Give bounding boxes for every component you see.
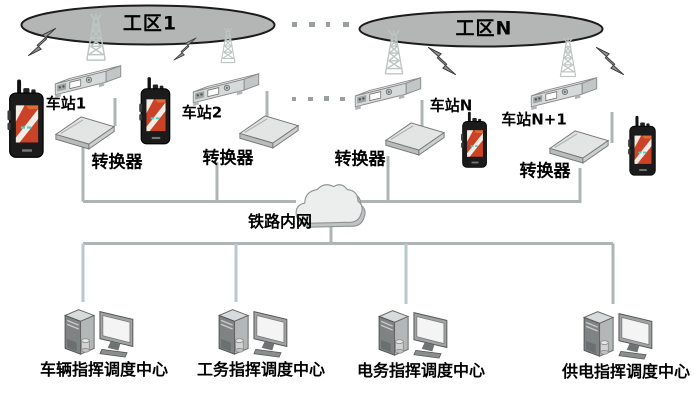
converter-4-label: 转换器 — [519, 161, 571, 182]
center-power-label: 供电指挥调度中心 — [561, 362, 691, 381]
converter-box-icon — [549, 130, 609, 164]
zone-1-label: 工区1 — [122, 12, 178, 35]
converter-box-icon — [55, 116, 115, 150]
handheld-radio-icon — [627, 115, 656, 176]
handheld-radio-icon — [460, 111, 487, 168]
antenna-tower-icon — [220, 28, 236, 64]
zone-1-ellipse — [20, 4, 276, 46]
center-track-label: 工务指挥调度中心 — [196, 360, 326, 379]
converter-box-icon — [239, 115, 299, 149]
converter-2-label: 转换器 — [202, 148, 254, 169]
lightning-bolt-icon — [173, 37, 197, 61]
converter-1-label: 转换器 — [91, 152, 143, 173]
antenna-tower-icon — [384, 30, 404, 75]
center-signal-label: 电务指挥调度中心 — [356, 361, 486, 380]
zone-n-label: 工区N — [455, 17, 513, 40]
intranet-bus-right — [354, 168, 582, 203]
antenna-tower-icon — [86, 14, 106, 61]
workstation-icon — [64, 309, 134, 358]
converter-3-label: 转换器 — [334, 149, 386, 170]
station-n-label: 车站N — [429, 96, 473, 115]
lightning-bolt-icon — [427, 46, 457, 76]
antenna-tower-icon — [559, 38, 577, 78]
handheld-radio-icon — [6, 78, 44, 158]
workstation-icon — [583, 311, 653, 360]
handheld-radio-icon — [138, 76, 171, 145]
station-1-label: 车站1 — [45, 94, 87, 113]
zone-n-ellipse — [358, 10, 604, 48]
station-2-label: 车站2 — [181, 103, 223, 122]
workstation-icon — [378, 310, 448, 359]
station-n1-label: 车站N+1 — [501, 110, 567, 129]
lightning-bolt-icon — [595, 46, 625, 76]
lightning-bolt-icon — [27, 27, 57, 57]
center-vehicle-label: 车辆指挥调度中心 — [39, 360, 169, 379]
intranet-label: 铁路内网 — [247, 212, 313, 231]
base-station-icon — [354, 77, 422, 111]
converter-box-icon — [385, 122, 445, 156]
workstation-icon — [218, 309, 288, 358]
